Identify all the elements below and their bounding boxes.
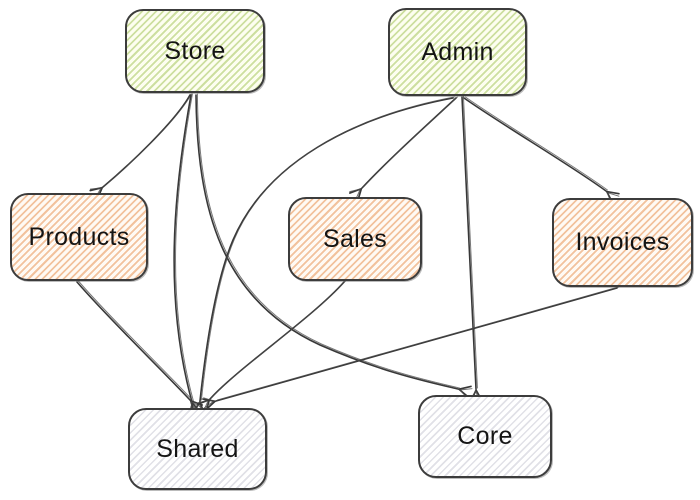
node-label-sales: Sales: [322, 224, 388, 253]
edge-admin-core: [461, 96, 483, 403]
edge-sketch-stroke-admin-invoices: [464, 96, 608, 191]
edge-sketch-stroke-sales-shared: [210, 280, 346, 399]
edge-store-products: [89, 94, 191, 200]
edge-sketch-stroke-store-products: [103, 93, 192, 187]
node-products: Products: [10, 193, 148, 281]
edge-sketch-stroke-invoices-shared: [216, 286, 619, 401]
node-admin: Admin: [388, 8, 527, 96]
node-label-admin: Admin: [421, 37, 494, 66]
edge-store-core: [195, 94, 473, 399]
edge-sketch-stroke-admin-sales: [362, 96, 458, 188]
edge-sketch-stroke-admin-core: [462, 95, 478, 389]
node-core: Core: [418, 395, 552, 478]
node-label-store: Store: [164, 36, 226, 65]
node-store: Store: [125, 9, 265, 93]
edge-sketch-stroke-admin-shared: [200, 96, 455, 401]
edge-store-shared: [173, 94, 202, 416]
node-invoices: Invoices: [552, 198, 693, 287]
edge-admin-shared: [191, 97, 454, 416]
edge-products-shared: [76, 281, 204, 414]
edge-sketch-stroke-store-shared: [175, 93, 194, 402]
node-shared: Shared: [128, 408, 267, 490]
edge-sketch-stroke-products-shared: [77, 280, 192, 400]
edge-sales-shared: [197, 281, 345, 413]
node-sales: Sales: [288, 197, 422, 281]
node-label-core: Core: [457, 422, 513, 450]
node-label-invoices: Invoices: [575, 228, 670, 256]
node-label-shared: Shared: [156, 434, 239, 463]
edge-sketch-stroke-store-core: [196, 93, 460, 389]
edge-admin-invoices: [463, 97, 620, 204]
node-label-products: Products: [28, 222, 130, 251]
